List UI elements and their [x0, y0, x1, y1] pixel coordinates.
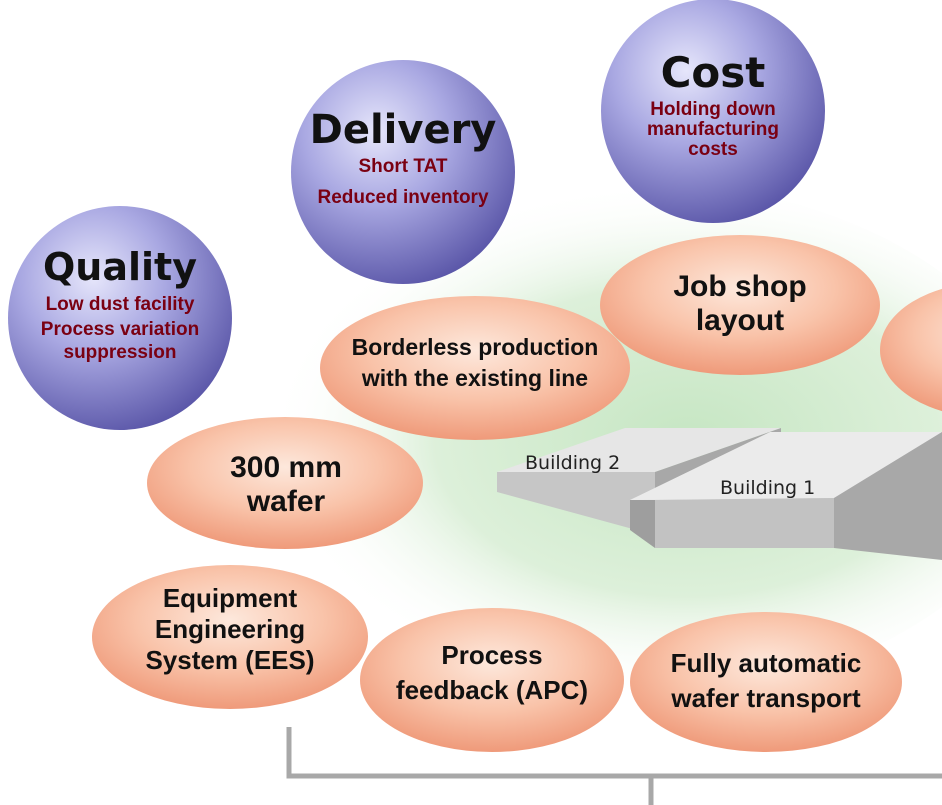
- delivery-line-1: Short TAT: [358, 156, 448, 177]
- borderless-pill-shape: [320, 296, 630, 440]
- apc-line-2: feedback (APC): [395, 675, 589, 706]
- job-shop-line-2: layout: [695, 303, 785, 337]
- delivery-circle: Delivery Short TAT Reduced inventory: [291, 110, 515, 210]
- wafer300-line-2: wafer: [246, 484, 326, 518]
- offscreen-pill-shape: [880, 288, 942, 412]
- transport-line-2: wafer transport: [671, 683, 861, 714]
- cost-title: Cost: [660, 48, 766, 97]
- delivery-circle-shape: [291, 60, 515, 284]
- building-1-shape: [630, 432, 942, 560]
- ees-pill: Equipment Engineering System (EES): [95, 583, 365, 677]
- cost-line-1: Holding down: [650, 99, 776, 120]
- building-2-label: Building 2: [525, 452, 621, 474]
- ees-pill-shape: [92, 565, 368, 709]
- job-shop-pill: Job shop layout: [600, 270, 880, 337]
- cost-circle: Cost Holding down manufacturing costs: [601, 52, 825, 160]
- wafer300-line-1: 300 mm: [230, 451, 342, 484]
- building-1-label: Building 1: [720, 477, 816, 499]
- ees-line-1: Equipment: [162, 583, 298, 613]
- transport-pill: Fully automatic wafer transport: [628, 646, 904, 716]
- apc-pill: Process feedback (APC): [360, 638, 624, 708]
- quality-line-2: Process variation: [40, 318, 200, 340]
- borderless-pill: Borderless production with the existing …: [310, 332, 640, 394]
- ees-line-3: System (EES): [145, 645, 315, 676]
- transport-pill-shape: [630, 612, 902, 752]
- bracket-lines: [286, 727, 942, 805]
- apc-line-1: Process: [441, 640, 543, 670]
- borderless-line-1: Borderless production: [351, 334, 599, 360]
- delivery-title: Delivery: [309, 107, 497, 153]
- wafer300-pill-shape: [147, 417, 423, 549]
- quality-line-1: Low dust facility: [45, 294, 195, 315]
- cost-circle-shape: [601, 0, 825, 223]
- quality-circle-shape: [8, 206, 232, 430]
- borderless-line-2: with the existing line: [361, 365, 589, 392]
- cost-line-3: costs: [688, 138, 738, 160]
- delivery-line-2: Reduced inventory: [317, 186, 489, 208]
- cost-line-2: manufacturing: [647, 118, 779, 140]
- wafer300-pill: 300 mm wafer: [148, 451, 424, 518]
- transport-line-1: Fully automatic: [670, 648, 862, 678]
- quality-title: Quality: [43, 245, 197, 289]
- quality-line-3: suppression: [63, 341, 177, 363]
- apc-pill-shape: [360, 608, 624, 752]
- ees-line-2: Engineering: [154, 614, 306, 645]
- quality-circle: Quality Low dust facility Process variat…: [8, 248, 232, 364]
- job-shop-pill-shape: [600, 235, 880, 375]
- job-shop-line-1: Job shop: [673, 270, 807, 303]
